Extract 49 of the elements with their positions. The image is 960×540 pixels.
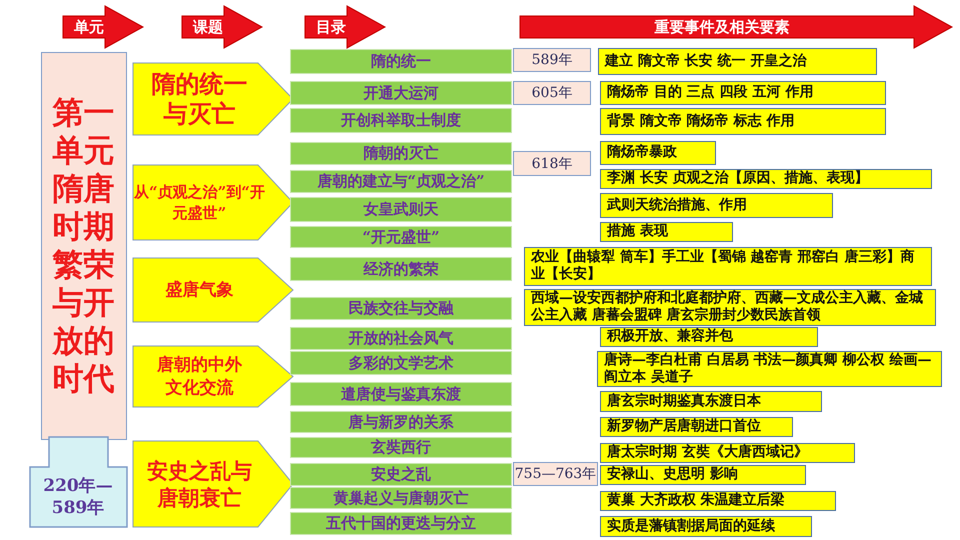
lesson-box: 玄奘西行 <box>290 437 512 458</box>
lesson-box: “开元盛世” <box>290 226 512 248</box>
key-points-box: 安禄山、史思明 影响 <box>600 465 806 485</box>
key-points-box: 农业【曲辕犁 筒车】手工业【蜀锦 越窑青 邢窑白 唐三彩】商业【长安】 <box>524 247 932 286</box>
date-range-box: 220年—589年 <box>30 437 127 527</box>
lesson-box: 安史之乱 <box>290 463 512 486</box>
lesson-box: 唐与新罗的关系 <box>290 411 512 433</box>
key-points-box: 武则天统治措施、作用 <box>600 193 833 218</box>
topic-pentagon: 隋的统一与灭亡 <box>133 63 293 135</box>
lesson-box: 开创科举取士制度 <box>290 108 512 133</box>
lesson-box: 多彩的文学艺术 <box>290 351 512 375</box>
key-points-box: 李渊 长安 贞观之治【原因、措施、表现】 <box>600 169 932 189</box>
year-box: 589年 <box>513 48 591 72</box>
lesson-box: 五代十国的更迭与分立 <box>290 512 512 535</box>
key-points-box: 建立 隋文帝 长安 统一 开皇之治 <box>598 48 877 75</box>
lesson-box: 经济的繁荣 <box>290 257 512 281</box>
arrow-banner: 目录 <box>305 6 385 48</box>
year-box: 605年 <box>513 81 591 105</box>
unit-title-box: 第一单元隋唐时期繁荣与开放的时代 <box>41 52 127 440</box>
key-points-box: 唐诗—李白杜甫 白居易 书法—颜真卿 柳公权 绘画—阎立本 吴道子 <box>597 351 942 387</box>
lesson-box: 遣唐使与鉴真东渡 <box>290 382 512 406</box>
key-points-box: 新罗物产居唐朝进口首位 <box>600 417 793 437</box>
lesson-box: 唐朝的建立与“贞观之治” <box>290 170 512 193</box>
key-points-box: 隋炀帝暴政 <box>600 141 716 165</box>
lesson-box: 黄巢起义与唐朝灭亡 <box>290 487 512 509</box>
key-points-box: 黄巢 大齐政权 朱温建立后梁 <box>600 491 836 511</box>
topic-pentagon: 从“贞观之治”到“开元盛世” <box>133 165 293 240</box>
lesson-box: 开通大运河 <box>290 81 512 105</box>
topic-pentagon: 唐朝的中外文化交流 <box>133 346 293 407</box>
key-points-box: 实质是藩镇割据局面的延续 <box>600 516 812 537</box>
year-box: 755—763年 <box>513 462 598 486</box>
year-box: 618年 <box>513 151 591 176</box>
key-points-box: 措施 表现 <box>600 222 733 242</box>
key-points-box: 西域—设安西都护府和北庭都护府、西藏—文成公主入藏、金城公主入藏 唐蕃会盟碑 唐玄宗册封少数民族首领 <box>524 289 936 326</box>
topic-pentagon: 安史之乱与唐朝衰亡 <box>133 441 293 527</box>
arrow-banner: 课题 <box>182 6 262 48</box>
key-points-box: 积极开放、兼容并包 <box>600 327 818 347</box>
lesson-box: 女皇武则天 <box>290 197 512 222</box>
key-points-box: 背景 隋文帝 隋炀帝 标志 作用 <box>600 108 886 135</box>
lesson-box: 民族交往与交融 <box>290 297 512 320</box>
key-points-box: 唐太宗时期 玄奘《大唐西域记》 <box>600 443 855 463</box>
key-points-box: 唐玄宗时期鉴真东渡日本 <box>600 391 822 412</box>
lesson-box: 隋的统一 <box>290 49 512 74</box>
lesson-box: 隋朝的灭亡 <box>290 142 512 165</box>
key-points-box: 隋炀帝 目的 三点 四段 五河 作用 <box>600 81 886 105</box>
lesson-box: 开放的社会风气 <box>290 327 512 350</box>
topic-pentagon: 盛唐气象 <box>133 258 293 322</box>
arrow-banner: 单元 <box>63 6 143 48</box>
arrow-banner: 重要事件及相关要素 <box>520 6 952 48</box>
